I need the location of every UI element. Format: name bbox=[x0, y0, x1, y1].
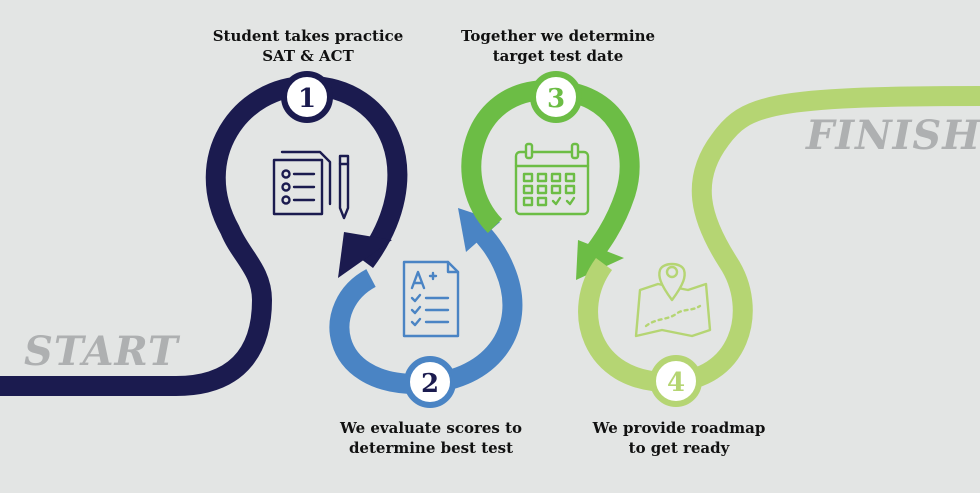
finish-label: FINISH bbox=[806, 112, 980, 159]
step-1-caption-line1: Student takes practice bbox=[212, 27, 404, 45]
document-list-pencil-icon bbox=[272, 150, 350, 220]
step-3-badge: 3 bbox=[530, 71, 582, 123]
start-label: START bbox=[24, 328, 179, 375]
step-1-badge: 1 bbox=[281, 71, 333, 123]
calendar-icon bbox=[514, 142, 590, 216]
step-2-caption-line2: determine best test bbox=[348, 439, 514, 457]
step-4-path bbox=[578, 86, 980, 393]
step-2-caption-line1: We evaluate scores to bbox=[339, 419, 522, 437]
step-2-caption: We evaluate scores to determine best tes… bbox=[318, 418, 544, 458]
step-3-arrowhead bbox=[576, 240, 624, 280]
step-2-number: 2 bbox=[421, 369, 439, 399]
step-4-number: 4 bbox=[667, 368, 685, 398]
step-3-caption-line2: target test date bbox=[492, 47, 624, 65]
step-2-badge: 2 bbox=[404, 356, 456, 408]
step-1-caption-line2: SAT & ACT bbox=[262, 47, 354, 65]
step-4-caption-line1: We provide roadmap bbox=[592, 419, 766, 437]
graded-test-icon bbox=[402, 260, 460, 338]
step-1-number: 1 bbox=[298, 84, 316, 114]
step-4-badge: 4 bbox=[650, 355, 702, 407]
step-3-caption-line1: Together we determine bbox=[460, 27, 656, 45]
step-1-caption: Student takes practice SAT & ACT bbox=[190, 26, 426, 66]
map-pin-icon bbox=[634, 262, 712, 338]
step-1-arrowhead bbox=[338, 232, 392, 278]
step-4-caption-line2: to get ready bbox=[628, 439, 730, 457]
step-3-path bbox=[461, 79, 640, 280]
step-3-caption: Together we determine target test date bbox=[440, 26, 676, 66]
step-3-number: 3 bbox=[547, 84, 565, 114]
step-1-path bbox=[0, 75, 408, 396]
step-4-caption: We provide roadmap to get ready bbox=[566, 418, 792, 458]
